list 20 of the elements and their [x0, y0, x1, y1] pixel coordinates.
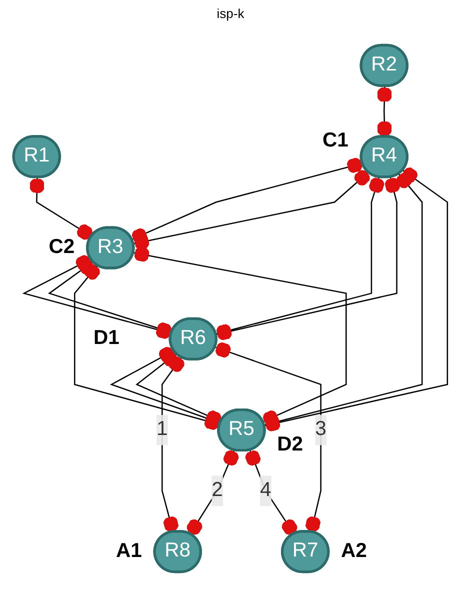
connector — [186, 450, 239, 535]
edge-label: 2 — [212, 479, 223, 501]
side-label: D2 — [277, 434, 304, 456]
connector — [215, 342, 322, 532]
connector — [133, 170, 370, 250]
side-label: A2 — [341, 540, 367, 562]
edge-label: 4 — [260, 479, 272, 501]
side-label: A1 — [116, 540, 142, 562]
connector — [376, 86, 392, 137]
connector — [22, 255, 172, 339]
side-label: D1 — [94, 327, 120, 350]
connector — [29, 177, 92, 240]
note-label: isp-k — [216, 6, 244, 21]
edge-label: 3 — [315, 418, 326, 440]
connector — [264, 168, 448, 432]
side-label: C2 — [48, 236, 75, 258]
side-label: C1 — [322, 130, 348, 152]
edge-label: 1 — [156, 418, 168, 440]
connector — [245, 450, 298, 535]
connector — [74, 264, 220, 430]
